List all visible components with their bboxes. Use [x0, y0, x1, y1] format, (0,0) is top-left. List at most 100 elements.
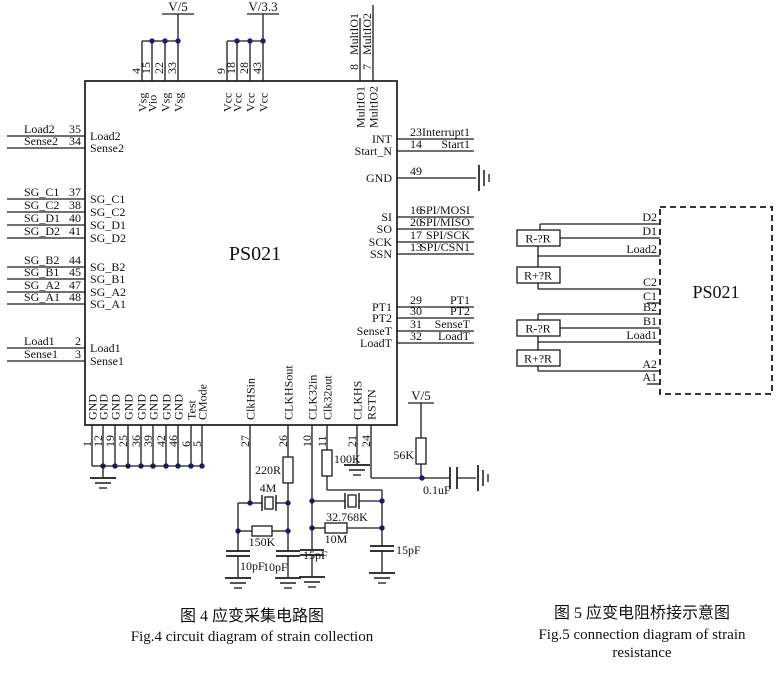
pin-label: SG_C1: [24, 185, 59, 199]
pin-label: MultIO1: [347, 13, 361, 55]
pin-number: 23: [410, 125, 422, 139]
pin-inner-label: SG_A2: [90, 285, 126, 299]
pin-inner-label: CLKHSout: [282, 365, 296, 420]
pin-number: 45: [69, 265, 81, 279]
power-rail-label: V/3.3: [248, 0, 277, 14]
pin-number: 18: [224, 62, 238, 74]
pin-inner-label: LoadT: [360, 336, 393, 350]
pin-inner-label: SI: [381, 210, 392, 224]
pin-inner-label: SenseT: [357, 324, 393, 338]
chip-label: PS021: [229, 243, 281, 265]
pin-number: 2: [75, 334, 81, 348]
pin-inner-label: CLKHS: [351, 381, 365, 420]
capacitor-value: 15pF: [396, 543, 421, 557]
junction-dot: [247, 38, 253, 44]
bridge-resistor: [516, 349, 561, 367]
pin-label: SPI/MISO: [419, 215, 470, 229]
pin-inner-label: GND: [160, 394, 174, 420]
pin-inner-label: Vcc: [221, 93, 235, 112]
pin-number: 27: [238, 435, 252, 447]
pin-label: SG_D1: [24, 211, 60, 225]
pin-label: B2: [643, 300, 657, 314]
pin-label: C2: [643, 275, 657, 289]
capacitor-value: 10pF: [263, 560, 288, 574]
pin-inner-label: Clk32out: [321, 375, 335, 420]
chip-label: PS021: [692, 282, 739, 302]
pin-inner-label: Vcc: [244, 93, 258, 112]
pin-number: 25: [116, 435, 130, 447]
junction-dot: [285, 528, 291, 534]
figure5-bridge-diagram: PS021D2D1Load2C2C1B2B1Load1A2A1R-?RR+?RR…: [516, 206, 773, 395]
pin-number: 5: [190, 441, 204, 447]
pin-number: 14: [410, 137, 422, 151]
pin-number: 29: [410, 293, 422, 307]
pin-number: 11: [315, 435, 329, 447]
figure4-ps021-chip: PS021: [84, 80, 398, 426]
pin-number: 30: [410, 304, 422, 318]
crystal-icon: [264, 496, 274, 510]
pin-label: SG_B2: [24, 253, 59, 267]
pin-number: 6: [179, 441, 193, 447]
pin-number: 44: [69, 253, 81, 267]
pin-number: 48: [69, 290, 81, 304]
junction-dot: [175, 38, 181, 44]
pin-number: 16: [410, 203, 422, 217]
pin-inner-label: SG_B1: [90, 272, 125, 286]
pin-label: Sense2: [24, 134, 58, 148]
pin-number: 13: [410, 240, 422, 254]
pin-inner-label: PT2: [372, 311, 392, 325]
resistor-value: 10M: [325, 532, 348, 546]
pin-label: SenseT: [435, 317, 471, 331]
pin-inner-label: GND: [172, 394, 186, 420]
resistor-value: 100K: [334, 452, 361, 466]
pin-number: 26: [276, 435, 290, 447]
pin-number: 37: [69, 185, 81, 199]
pin-inner-label: Sense2: [90, 141, 124, 155]
pin-inner-label: GND: [86, 394, 100, 420]
pin-number: 3: [75, 347, 81, 361]
bridge-resistor: [516, 266, 561, 284]
pin-inner-label: SO: [377, 222, 393, 236]
pin-inner-label: Load1: [90, 341, 121, 355]
pin-inner-label: SG_B2: [90, 260, 125, 274]
pin-number: 46: [166, 435, 180, 447]
junction-dot: [419, 475, 425, 481]
pin-inner-label: GND: [109, 394, 123, 420]
pin-number: 1: [80, 441, 94, 447]
pin-label: Load2: [24, 122, 55, 136]
pin-label: SG_B1: [24, 265, 59, 279]
bridge-resistor-value: R-?R: [525, 232, 550, 246]
pin-number: 8: [347, 64, 361, 70]
pin-label: D2: [642, 210, 657, 224]
pin-number: 28: [237, 62, 251, 74]
pin-inner-label: SSN: [370, 247, 392, 261]
junction-dot: [234, 38, 240, 44]
resistor-100K: [321, 449, 333, 477]
pin-inner-label: Sense1: [90, 354, 124, 368]
pin-inner-label: GND: [135, 394, 149, 420]
pin-number: 22: [152, 62, 166, 74]
pin-number: 17: [410, 228, 422, 242]
pin-number: 21: [345, 435, 359, 447]
pin-label: Start1: [441, 137, 470, 151]
pin-inner-label: CMode: [196, 384, 210, 420]
pin-label: Load2: [626, 242, 657, 256]
pin-label: MultIO2: [360, 13, 374, 55]
pin-inner-label: SG_D1: [90, 218, 126, 232]
pin-number: 38: [69, 198, 81, 212]
capacitor-value: 0.1uF: [423, 483, 451, 497]
pin-number: 35: [69, 122, 81, 136]
figure4-caption-en: Fig.4 circuit diagram of strain collecti…: [130, 629, 374, 645]
pin-number: 33: [165, 62, 179, 74]
pin-inner-label: MultIO2: [367, 86, 381, 128]
ps021-dashed-box: [659, 206, 773, 395]
bridge-resistor-value: R-?R: [525, 322, 550, 336]
pin-number: 31: [410, 317, 422, 331]
pin-number: 49: [410, 164, 422, 178]
pin-number: 24: [359, 435, 373, 447]
